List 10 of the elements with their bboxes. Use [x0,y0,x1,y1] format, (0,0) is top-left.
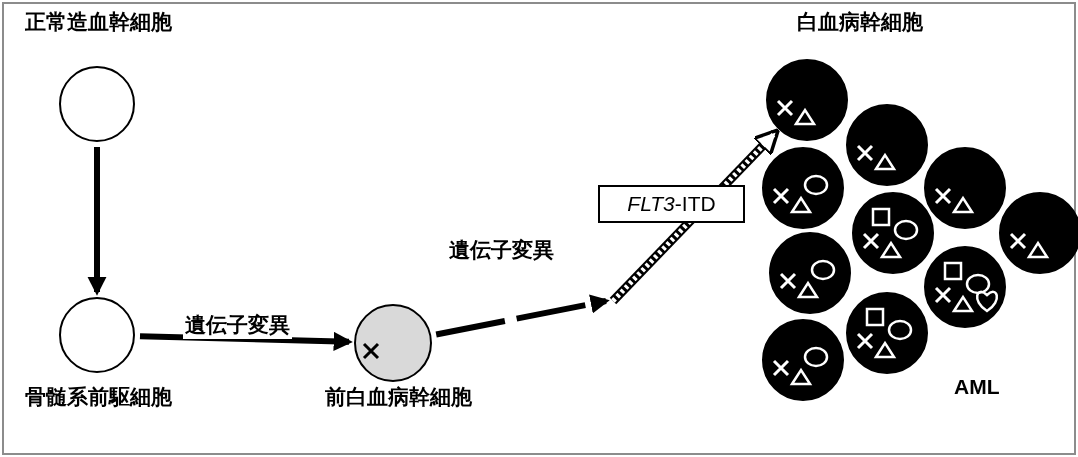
cell-name: 白血病幹細胞 [797,9,923,35]
arrow [139,331,353,351]
cell-name: 前白血病幹細胞 [325,384,472,410]
cell-name: 骨髄系前駆細胞 [25,384,172,410]
edge-label: 遺伝子変異 [447,236,556,264]
mutation-label-box: FLT3-ITD [598,185,745,223]
arrow [435,294,610,338]
cell-name: 正常造血幹細胞 [25,9,172,35]
arrow [87,147,107,296]
edge-label: 遺伝子変異 [183,311,292,339]
